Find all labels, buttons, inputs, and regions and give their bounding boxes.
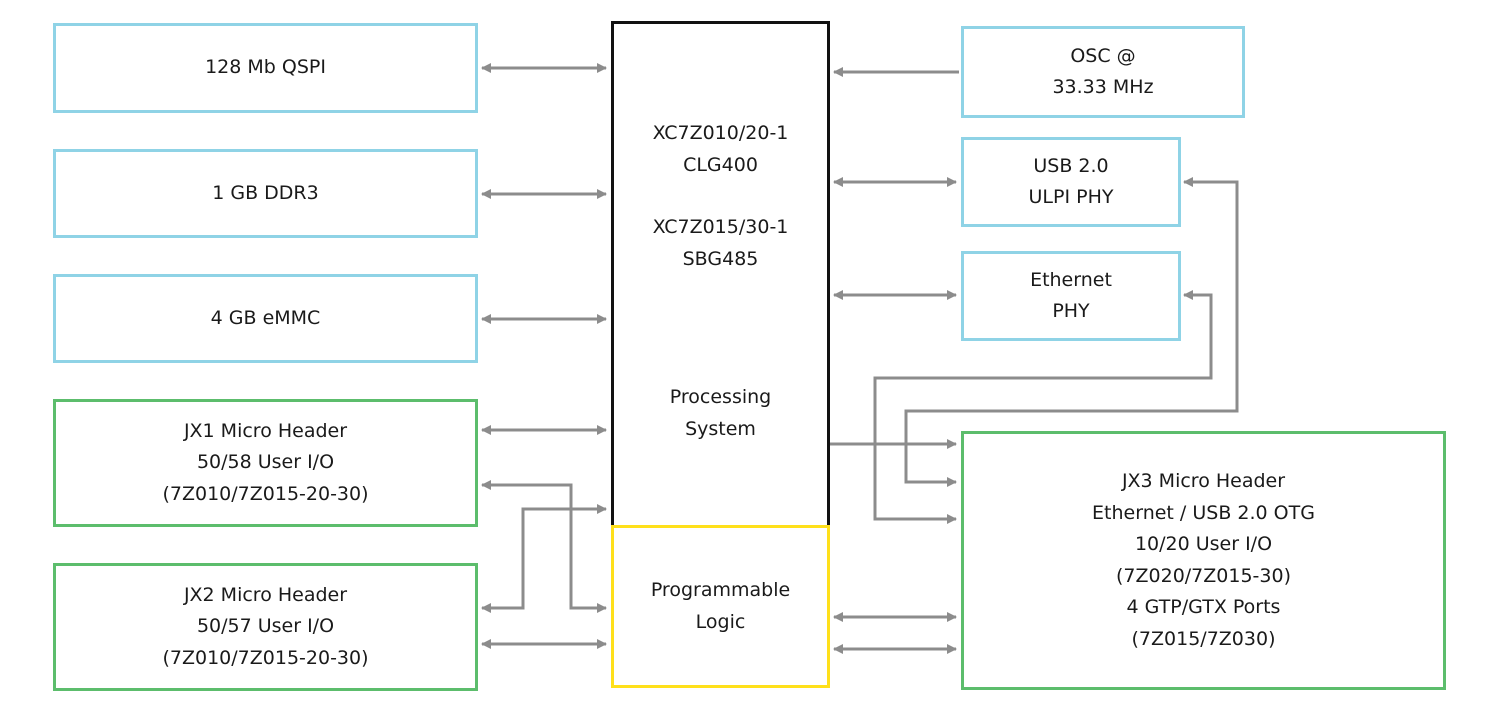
jx1-io-count: 50/58 User I/O [196,451,335,474]
jx3-io-count: 10/20 User I/O [1134,533,1273,555]
osc-label: OSC @ [1070,44,1136,67]
emmc-label: 4 GB eMMC [210,306,321,329]
processing-system-block: XC7Z010/20-1 CLG400 XC7Z015/30-1 SBG485 … [611,21,830,528]
jx3-transceivers: 4 GTP/GTX Ports [1126,596,1281,618]
jx2-ps-wire [481,504,607,613]
ddr3-block: 1 GB DDR3 [53,149,478,238]
soc-device-b-part: XC7Z015/30-1 [652,216,789,238]
jx2-devices: (7Z010/7Z015-20-30) [162,646,369,669]
usb-phy-label: ULPI PHY [1028,186,1114,208]
jx2-io-count: 50/57 User I/O [196,615,335,638]
jx2-header-block: JX2 Micro Header 50/57 User I/O (7Z010/7… [53,563,478,691]
soc-device-a-package: CLG400 [683,153,758,176]
eth-label: Ethernet [1030,268,1112,291]
pl-label-line-2: Logic [695,610,746,633]
ethernet-phy-block: Ethernet PHY [961,251,1181,341]
osc-frequency: 33.33 MHz [1052,76,1154,98]
ps-label-line-2: System [685,417,756,440]
qspi-label: 128 Mb QSPI [205,56,326,79]
programmable-logic-block: Programmable Logic [611,525,830,688]
jx3-header-block: JX3 Micro Header Ethernet / USB 2.0 OTG … [961,431,1446,690]
eth-phy-label: PHY [1052,300,1090,322]
jx3-io-devices: (7Z020/7Z015-30) [1116,564,1291,587]
usb-label: USB 2.0 [1033,154,1109,177]
eth-jx3-wire [873,290,1213,524]
jx3-transceiver-devices: (7Z015/7Z030) [1131,627,1276,650]
jx3-interfaces: Ethernet / USB 2.0 OTG [1092,501,1315,524]
oscillator-block: OSC @ 33.33 MHz [961,26,1245,118]
ddr3-label: 1 GB DDR3 [212,181,319,204]
jx1-header-block: JX1 Micro Header 50/58 User I/O (7Z010/7… [53,399,478,527]
qspi-block: 128 Mb QSPI [53,23,478,113]
jx1-title: JX1 Micro Header [183,419,348,442]
usb-phy-block: USB 2.0 ULPI PHY [961,137,1181,227]
pl-label-line-1: Programmable [650,579,791,601]
jx2-title: JX2 Micro Header [183,583,348,606]
soc-device-a-part: XC7Z010/20-1 [652,122,789,144]
soc-device-b-package: SBG485 [682,247,759,270]
emmc-block: 4 GB eMMC [53,274,478,363]
ps-label-line-1: Processing [669,386,772,408]
jx1-devices: (7Z010/7Z015-20-30) [162,482,369,505]
jx3-title: JX3 Micro Header [1121,470,1286,492]
jx1-pl-wire [481,480,607,613]
